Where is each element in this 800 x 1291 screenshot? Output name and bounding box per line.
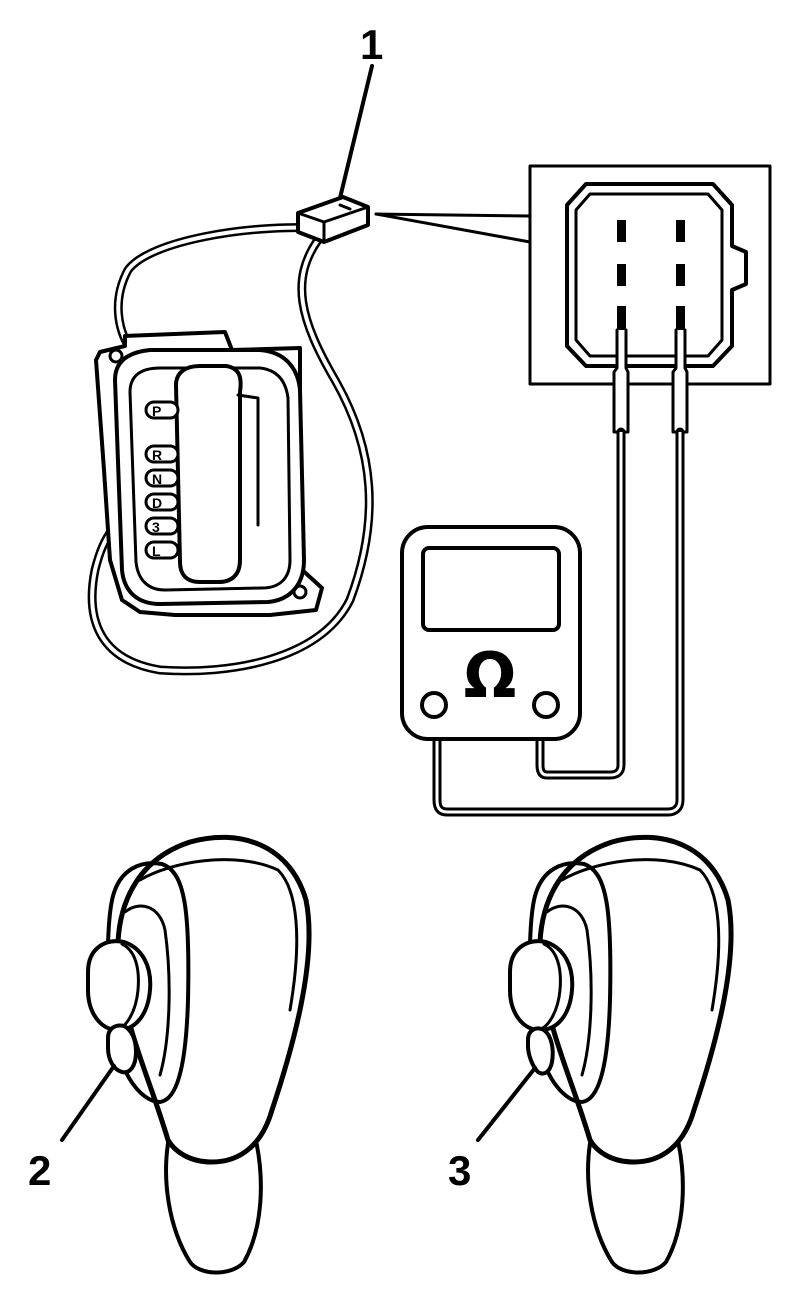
meter-jack-left: [420, 691, 448, 719]
gear-label-p: P: [152, 403, 161, 419]
meter-jack-right: [532, 691, 560, 719]
leader-line-2: [60, 1064, 116, 1142]
shift-knob-left: [86, 834, 312, 1275]
leader-line-3: [476, 1066, 537, 1142]
connector-terminals: [617, 220, 685, 330]
magnifier-lines: [374, 212, 532, 244]
callout-1: 1: [360, 21, 384, 68]
leader-line-1: [338, 64, 374, 200]
gear-label-n: N: [152, 471, 162, 487]
shift-button-3: [526, 1026, 555, 1076]
meter-leads: [432, 427, 685, 817]
ohmmeter: Ω: [400, 525, 582, 741]
callout-2: 2: [28, 1147, 52, 1194]
shift-indicator-switch: P R N D 3 L: [94, 330, 324, 617]
connector-inset: [528, 164, 772, 434]
ohm-symbol: Ω: [464, 639, 517, 712]
gear-label-l: L: [152, 543, 161, 559]
meter-display: [421, 546, 561, 632]
shift-knob-right: [508, 834, 734, 1275]
gear-label-3: 3: [152, 519, 160, 535]
gear-indicator-list: P R N D 3 L: [144, 400, 180, 560]
callout-3: 3: [448, 1147, 472, 1194]
switch-connector: [296, 195, 370, 244]
gear-label-d: D: [152, 495, 162, 511]
wire-harness: [87, 223, 374, 676]
gear-label-r: R: [152, 447, 162, 463]
